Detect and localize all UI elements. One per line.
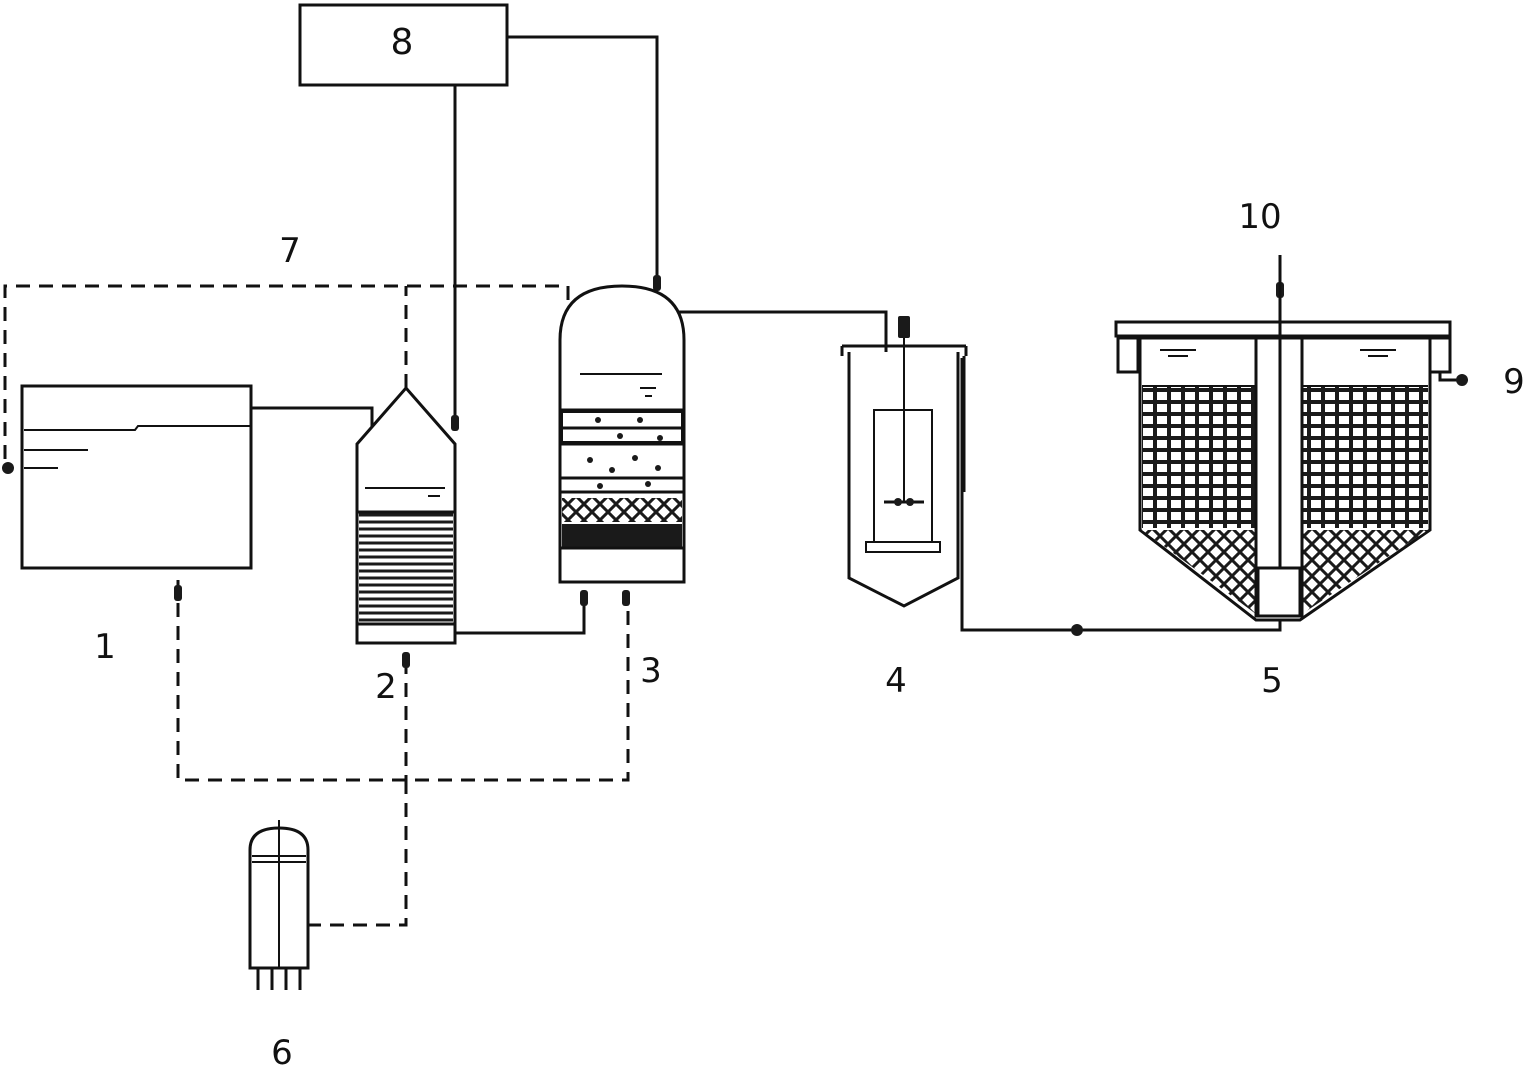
dashed-control-lines [3,284,630,927]
label-7: 7 [279,231,301,271]
label-1: 1 [94,627,116,667]
label-8: 8 [391,22,414,63]
label-3: 3 [640,651,662,691]
numeric-labels: 1 2 3 4 5 6 7 9 10 [94,197,1525,1066]
label-6: 6 [271,1033,293,1066]
label-4: 4 [885,661,907,701]
label-5: 5 [1261,661,1283,701]
control-box-8: 8 [298,3,509,87]
label-2: 2 [375,667,397,707]
media-dots [587,417,663,489]
settling-tank-5 [1114,255,1452,622]
label-10: 10 [1238,197,1281,237]
packed-reactor-2 [355,385,457,645]
domed-column-3 [558,284,686,584]
label-9: 9 [1503,362,1525,402]
process-piping [232,35,1462,635]
dosing-unit-6 [248,820,310,990]
feed-tank-1 [20,384,253,570]
stirred-vessel-4 [840,316,968,608]
